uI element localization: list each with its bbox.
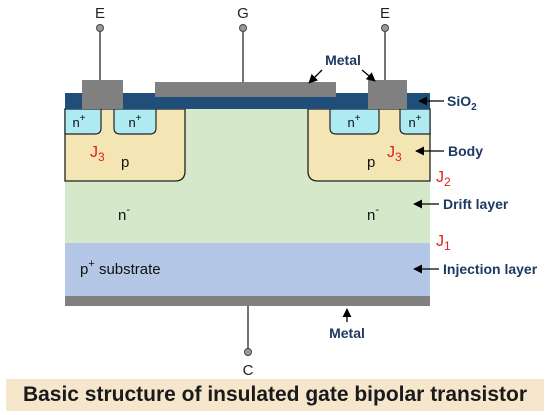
body-label: Body [448,143,483,159]
n-drift-main: n [367,207,375,224]
p-plus-substrate-layer [65,243,430,296]
j2-letter: J [436,169,444,186]
emitter-metal-right [368,80,407,109]
j3-sub: 3 [98,150,105,164]
sio2-main: SiO [447,93,471,109]
substrate-sup: + [88,258,94,270]
j1-sub: 1 [444,239,451,253]
substrate-rest: substrate [95,261,161,278]
n-plus-label-2: n+ [128,113,141,130]
n-plus-sup: + [136,113,142,124]
p-body-right-label: p [367,154,375,171]
gate-metal [155,82,336,97]
n-plus-main: n [347,115,354,130]
j3-sub: 3 [395,150,402,164]
n-plus-region-3 [329,108,380,135]
n-plus-main: n [408,115,415,130]
figure-caption: Basic structure of insulated gate bipola… [6,379,544,411]
emitter-left-label: E [95,5,105,22]
collector-metal [65,296,430,306]
junction-j3-right: J3 [387,144,402,164]
j2-sub: 2 [444,175,451,189]
n-plus-region-4 [399,108,431,135]
n-drift-label-left: n- [118,204,130,224]
n-plus-sup: + [355,113,361,124]
emitter-right-terminal[interactable] [381,24,389,32]
metal-bottom-label: Metal [329,325,365,341]
collector-label: C [243,362,254,379]
n-plus-sup: + [80,113,86,124]
metal-arrow-to-emitter [361,69,376,82]
emitter-metal-left [82,80,123,109]
n-plus-region-2 [113,108,157,135]
junction-j1: J1 [436,233,451,253]
n-drift-main: n [118,207,126,224]
substrate-label: p+ substrate [80,258,161,278]
n-plus-main: n [128,115,135,130]
emitter-right-label: E [380,5,390,22]
junction-j2: J2 [436,169,451,189]
n-plus-main: n [72,115,79,130]
n-drift-label-right: n- [367,204,379,224]
n-plus-sup: + [416,113,422,124]
collector-terminal[interactable] [244,348,252,356]
j3-letter: J [90,144,98,161]
n-plus-label-4: n+ [408,113,421,130]
n-drift-sup: - [126,204,130,216]
n-drift-sup: - [375,204,379,216]
j3-letter: J [387,144,395,161]
injection-layer-label: Injection layer [443,261,538,277]
j1-letter: J [436,233,444,250]
gate-terminal[interactable] [239,24,247,32]
n-plus-label-3: n+ [347,113,360,130]
sio2-label: SiO2 [447,93,477,113]
junction-j3-left: J3 [90,144,105,164]
n-plus-region-1 [64,108,102,135]
metal-top-label: Metal [325,52,361,68]
n-plus-label-1: n+ [72,113,85,130]
gate-label: G [237,5,249,22]
emitter-left-terminal[interactable] [96,24,104,32]
drift-layer-label: Drift layer [443,196,509,212]
sio2-sub: 2 [471,102,477,113]
substrate-main: p [80,261,88,278]
metal-arrow-to-gate [308,69,323,84]
p-body-left-label: p [121,154,129,171]
